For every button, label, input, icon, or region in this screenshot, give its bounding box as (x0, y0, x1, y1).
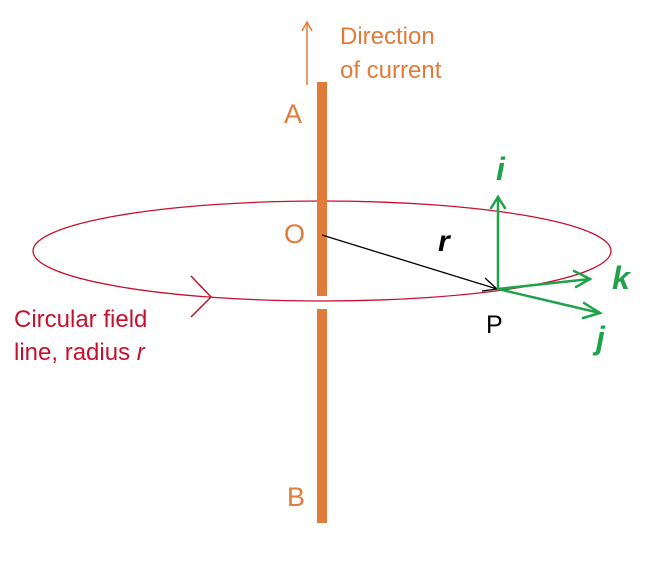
wire-lower (317, 309, 327, 523)
current-direction-arrow (301, 20, 313, 85)
vector-k-arrow (496, 269, 593, 291)
field-label-var: r (136, 339, 145, 366)
vector-i-label: i (496, 151, 505, 187)
field-direction-arrow (190, 275, 213, 318)
point-a-label: A (284, 99, 303, 129)
direction-label-line1: Direction (340, 23, 435, 50)
radius-vector (321, 234, 499, 292)
unit-vectors (489, 194, 604, 320)
wire-upper (317, 82, 327, 296)
point-b-label: B (287, 482, 306, 512)
field-label-line2: line, radius r (14, 341, 145, 365)
point-p-label: P (486, 311, 503, 339)
field-label-prefix: line, radius (14, 339, 137, 366)
vector-j-arrow (496, 287, 604, 320)
direction-label-line2: of current (340, 57, 442, 84)
vector-k-label: k (612, 260, 630, 296)
vector-j-label: j (596, 320, 605, 356)
radius-label: r (438, 225, 450, 258)
point-o-label: O (284, 219, 306, 249)
vector-i-arrow (489, 194, 507, 291)
field-label-line1: Circular field (14, 306, 148, 333)
